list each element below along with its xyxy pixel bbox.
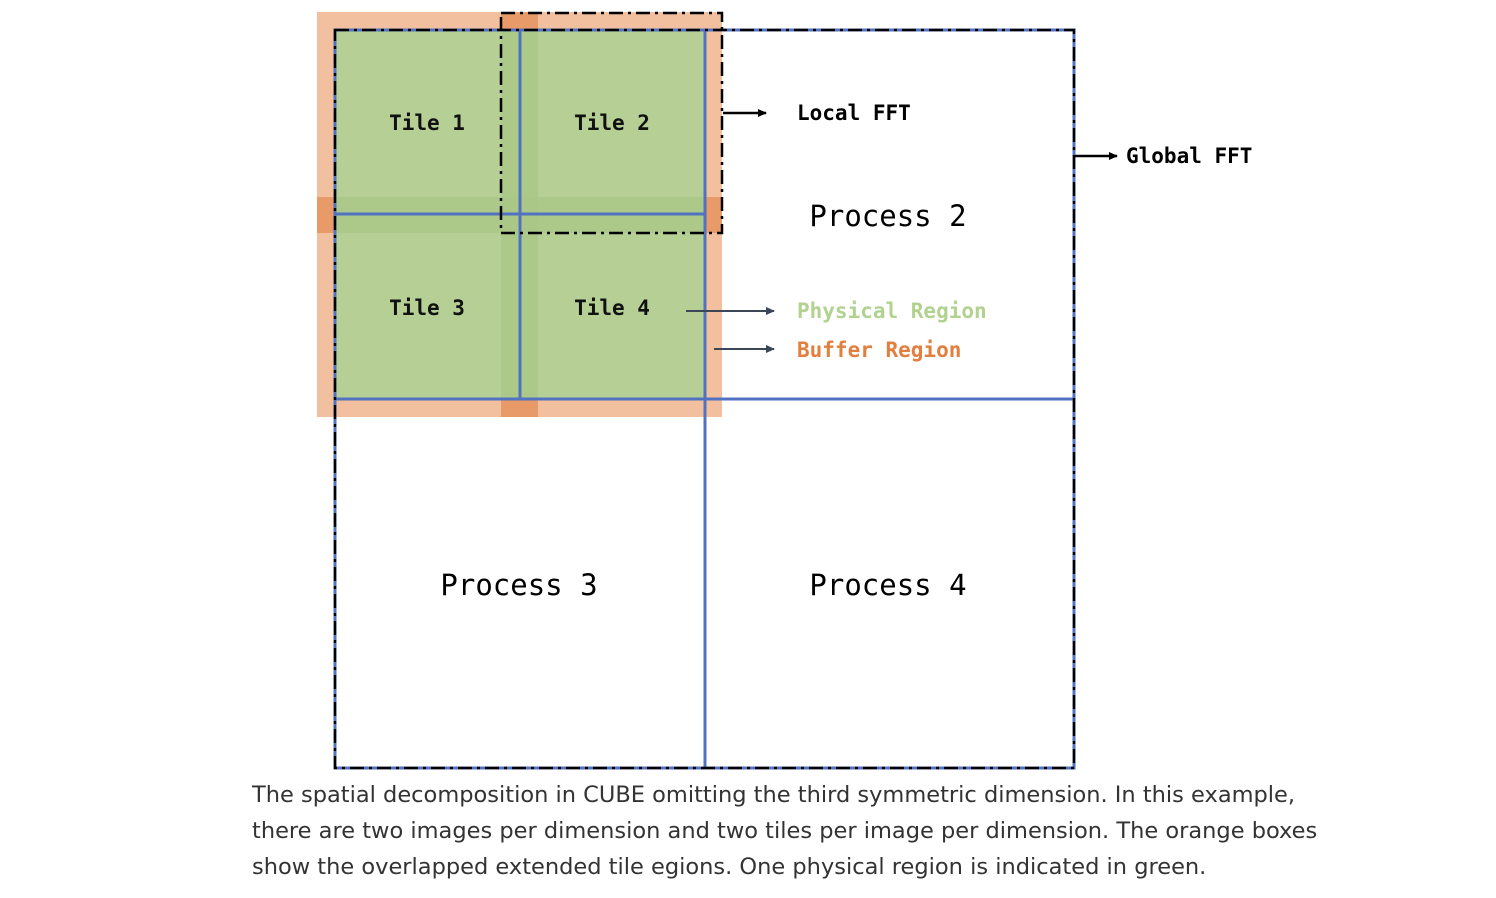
buffer-region-label: Buffer Region [797,338,961,362]
tile-1-label: Tile 1 [389,111,465,135]
decomposition-diagram: Tile 1 Tile 2 Tile 3 Tile 4 Process 2 Pr… [317,11,1252,770]
local-fft-outline [499,11,724,235]
global-fft-outline [333,28,1076,770]
buffer-overlap [501,12,538,32]
physical-region-label: Physical Region [797,299,987,323]
buffer-overlap [705,197,722,233]
process-2-label: Process 2 [809,199,966,233]
global-fft-label: Global FFT [1126,144,1252,168]
buffer-overlap [317,197,335,233]
figure-caption: The spatial decomposition in CUBE omitti… [252,782,1318,880]
tile-4-label: Tile 4 [574,296,650,320]
buffer-overlap [501,398,538,417]
process-3-label: Process 3 [440,568,597,602]
local-fft-label: Local FFT [797,101,911,125]
tile-2-label: Tile 2 [574,111,650,135]
tile-3-label: Tile 3 [389,296,465,320]
process-4-label: Process 4 [809,568,966,602]
